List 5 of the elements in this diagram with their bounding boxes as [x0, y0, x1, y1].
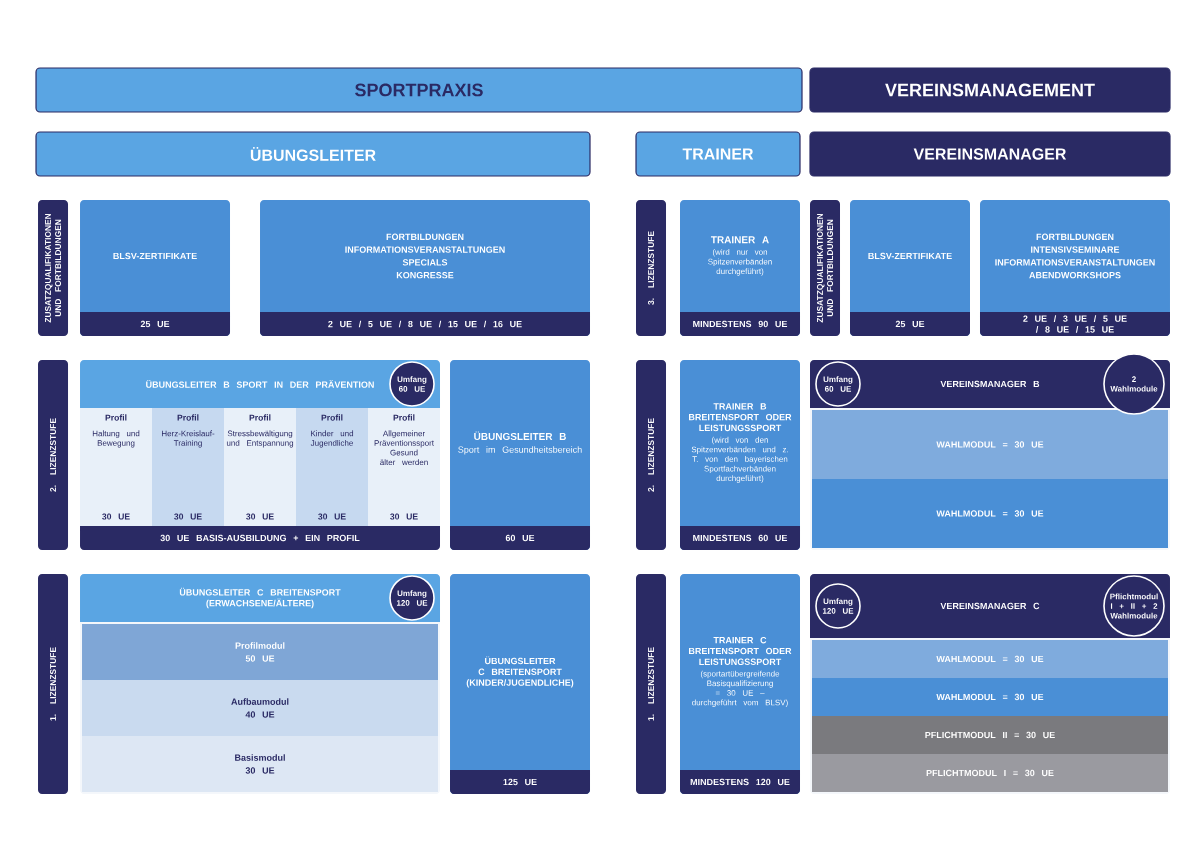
- heading-bar: SPORTPRAXIS: [35, 67, 803, 113]
- heading-bar: VEREINSMANAGER: [809, 131, 1171, 177]
- heading-bar: TRAINER: [635, 131, 801, 177]
- heading-bar: VEREINSMANAGEMENT: [809, 67, 1171, 113]
- heading-bar: ÜBUNGSLEITER: [35, 131, 591, 177]
